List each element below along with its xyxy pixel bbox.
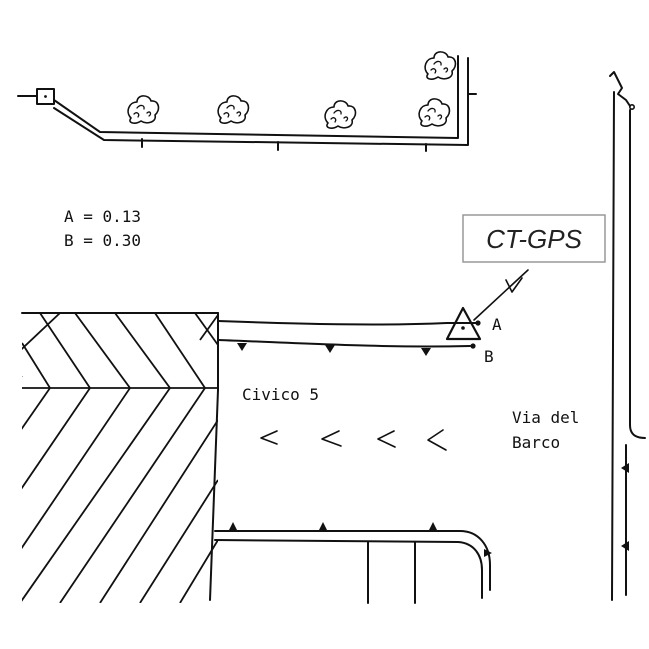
shrub-icon: [217, 95, 250, 124]
station-label: CT-GPS: [486, 224, 582, 254]
point-a-label: A: [492, 315, 502, 334]
station-label-box: [462, 214, 606, 263]
measurement-a: A = 0.13: [64, 207, 141, 226]
point-b-dot: [470, 343, 476, 349]
shrub-icon: [324, 100, 357, 129]
building-number: Civico 5: [242, 385, 319, 404]
shrub-icon: [424, 51, 457, 80]
right-road-edge: [609, 71, 646, 601]
direction-mark: [427, 429, 447, 451]
direction-mark: [321, 430, 342, 447]
point-a-dot: [475, 320, 481, 326]
triangle-station-icon: [445, 306, 482, 341]
bottom-parking: [214, 522, 492, 604]
hatched-building: [21, 312, 219, 603]
building-front: [217, 320, 479, 356]
direction-mark: [260, 430, 278, 445]
street-name-line1: Via del: [512, 408, 579, 427]
top-boundary: [17, 55, 477, 152]
shrub-icon: [418, 98, 451, 127]
shrub-icon: [127, 95, 160, 124]
leader-arrow: [473, 269, 529, 321]
point-b-label: B: [484, 347, 494, 366]
direction-mark: [377, 430, 396, 448]
street-name-line2: Barco: [512, 433, 560, 452]
measurement-b: B = 0.30: [64, 231, 141, 250]
square-box-icon: [36, 88, 55, 105]
direction-marks: [260, 429, 447, 451]
